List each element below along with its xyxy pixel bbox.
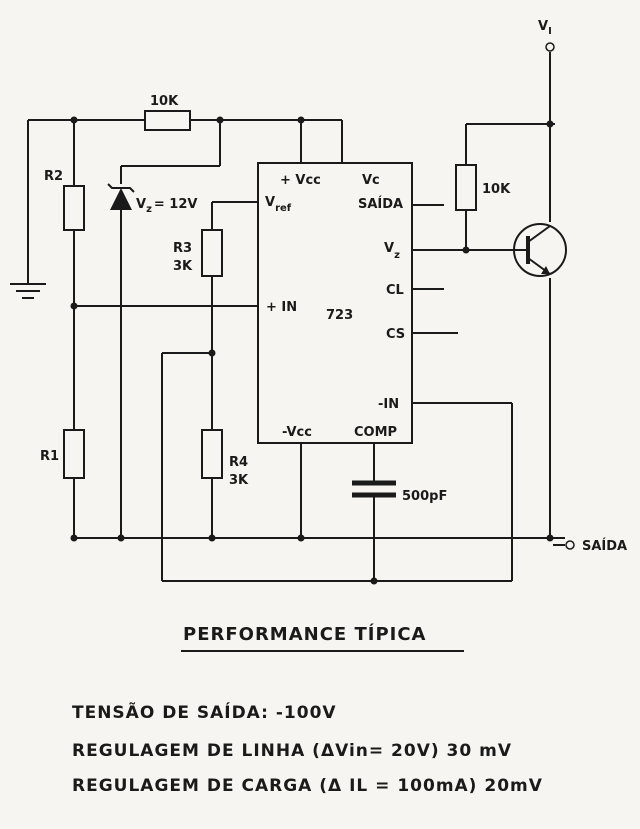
zener-voltage-label: Vz= 12V <box>136 197 197 215</box>
wires <box>27 52 565 582</box>
resistor-r3-icon <box>201 229 223 277</box>
resistor-10k-base-icon <box>455 164 477 211</box>
ic-pin-in-pos: + IN <box>266 300 297 315</box>
resistor-10k-base-label: 10K <box>482 182 511 197</box>
resistor-10k-top-icon <box>144 110 191 131</box>
capacitor-icon <box>352 480 396 498</box>
ic-pin-cl: CL <box>386 283 404 298</box>
ic-name: 723 <box>326 308 353 323</box>
output-saida-label: SAÍDA <box>582 538 627 554</box>
resistor-r1-icon <box>63 429 85 479</box>
vi-terminal-icon <box>545 42 555 52</box>
npn-transistor-icon <box>513 223 567 277</box>
output-terminal-icon <box>565 540 575 550</box>
ic-pin-vz: Vz <box>384 241 400 261</box>
r3-label: R3 <box>173 241 192 256</box>
ic-pin-saida: SAÍDA <box>358 196 403 212</box>
ic-pin-in-neg: -IN <box>378 397 399 412</box>
resistor-10k-top-label: 10K <box>150 94 179 109</box>
r2-label: R2 <box>44 169 63 184</box>
resistor-r2-icon <box>63 185 85 231</box>
capacitor-label: 500pF <box>402 489 447 504</box>
zener-diode-icon <box>107 183 135 210</box>
ic-pin-vcc-neg: -Vcc <box>282 425 312 440</box>
ic-pin-comp: COMP <box>354 425 397 440</box>
resistor-r4-icon <box>201 429 223 479</box>
spec-line-regulation: REGULAGEM DE LINHA (ΔVin= 20V) 30 mV <box>72 741 513 761</box>
r4-value: 3K <box>229 473 249 488</box>
r3-value: 3K <box>173 259 193 274</box>
spec-output-voltage: TENSÃO DE SAÍDA: -100V <box>72 703 337 723</box>
ic-723-body <box>257 162 413 444</box>
performance-title: PERFORMANCE TÍPICA <box>183 623 427 645</box>
junction-dots <box>70 116 554 585</box>
ic-pin-vref: Vref <box>265 195 292 214</box>
r1-label: R1 <box>40 449 59 464</box>
ic-pin-vc: Vc <box>362 173 380 188</box>
vi-label: VI <box>538 19 552 37</box>
ground-icon <box>10 283 46 299</box>
r4-label: R4 <box>229 455 248 470</box>
ic-pin-vcc-pos: + Vcc <box>280 173 321 188</box>
spec-load-regulation: REGULAGEM DE CARGA (Δ IL = 100mA) 20mV <box>72 776 543 796</box>
ic-pin-cs: CS <box>386 327 405 342</box>
